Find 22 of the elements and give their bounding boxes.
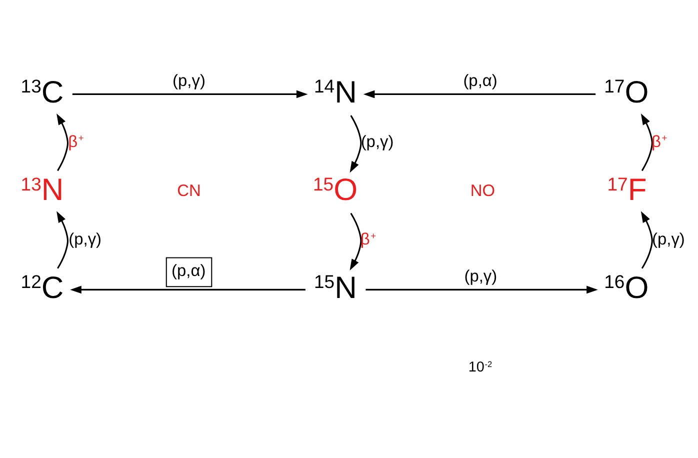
edge-label: (p,γ)	[652, 230, 685, 248]
label: NO	[470, 181, 496, 200]
arrow	[350, 212, 362, 270]
edge-label: (p,α)	[172, 262, 206, 280]
arrow	[366, 285, 598, 294]
edge-label: β+	[68, 132, 84, 150]
arrow	[363, 90, 596, 98]
arrow	[350, 114, 362, 172]
edge-label: (p,α)	[463, 71, 498, 90]
edge-label: β+	[360, 230, 376, 248]
edge-label: (p,γ)	[360, 132, 394, 150]
edge-label: (p,γ)	[172, 71, 206, 90]
edge-label: β+	[651, 132, 668, 150]
arrow	[72, 90, 308, 98]
edge-label: (p,γ)	[464, 266, 498, 285]
arrow	[640, 112, 653, 171]
edge-label: (p,γ)	[68, 230, 102, 248]
arrow	[56, 210, 68, 268]
label: CN	[177, 181, 201, 200]
arrow	[640, 210, 653, 268]
arrow	[70, 285, 306, 294]
arrow	[56, 112, 68, 171]
